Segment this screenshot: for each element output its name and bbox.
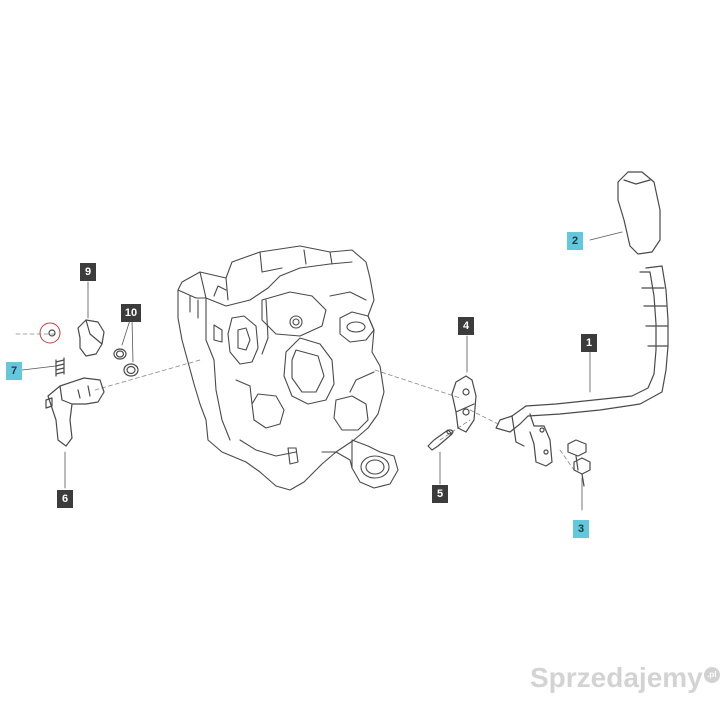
callout-5[interactable]: 5 <box>432 485 448 503</box>
part-1-shift-lever <box>495 265 669 467</box>
part-3-bolts <box>567 439 591 487</box>
watermark: Sprzedajemy.pl <box>530 662 720 694</box>
callout-2[interactable]: 2 <box>567 232 583 250</box>
part-2-shift-knob <box>617 171 661 255</box>
callout-7[interactable]: 7 <box>6 362 22 380</box>
detent-ball <box>39 322 61 344</box>
part-5-pin <box>427 429 454 451</box>
part-6-shift-fork <box>45 377 105 447</box>
watermark-text: Sprzedajemy <box>530 662 703 693</box>
part-7-spring <box>55 357 65 377</box>
callout-4[interactable]: 4 <box>458 317 474 335</box>
watermark-suffix: .pl <box>703 666 720 683</box>
callout-9[interactable]: 9 <box>80 263 96 281</box>
gearbox-housing <box>177 245 399 491</box>
callout-3[interactable]: 3 <box>573 520 589 538</box>
callout-1[interactable]: 1 <box>581 334 597 352</box>
assembly-guide-lines <box>15 333 575 471</box>
part-4-bracket <box>451 375 477 433</box>
callout-10[interactable]: 10 <box>121 304 141 322</box>
part-10-o-rings <box>113 348 139 377</box>
callout-6[interactable]: 6 <box>57 490 73 508</box>
part-9-shift-shaft <box>77 319 105 357</box>
